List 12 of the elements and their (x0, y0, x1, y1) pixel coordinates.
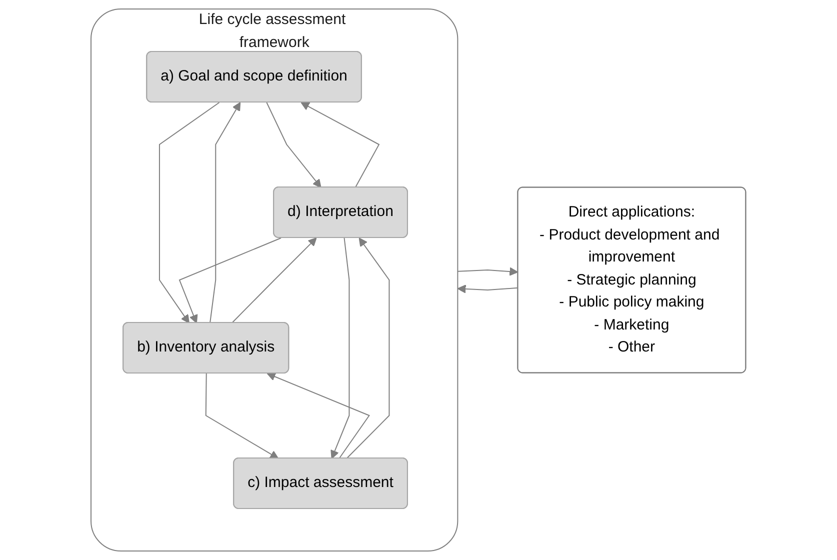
arrow (267, 372, 370, 459)
arrow (346, 238, 390, 459)
arrow (178, 238, 282, 324)
arrow (457, 284, 518, 294)
arrow (300, 102, 380, 188)
arrow (159, 102, 220, 324)
arrow (210, 102, 241, 324)
arrow (232, 238, 317, 324)
arrow (266, 102, 322, 188)
arrow (457, 267, 518, 276)
arrow (206, 373, 279, 459)
arrow (330, 238, 350, 459)
